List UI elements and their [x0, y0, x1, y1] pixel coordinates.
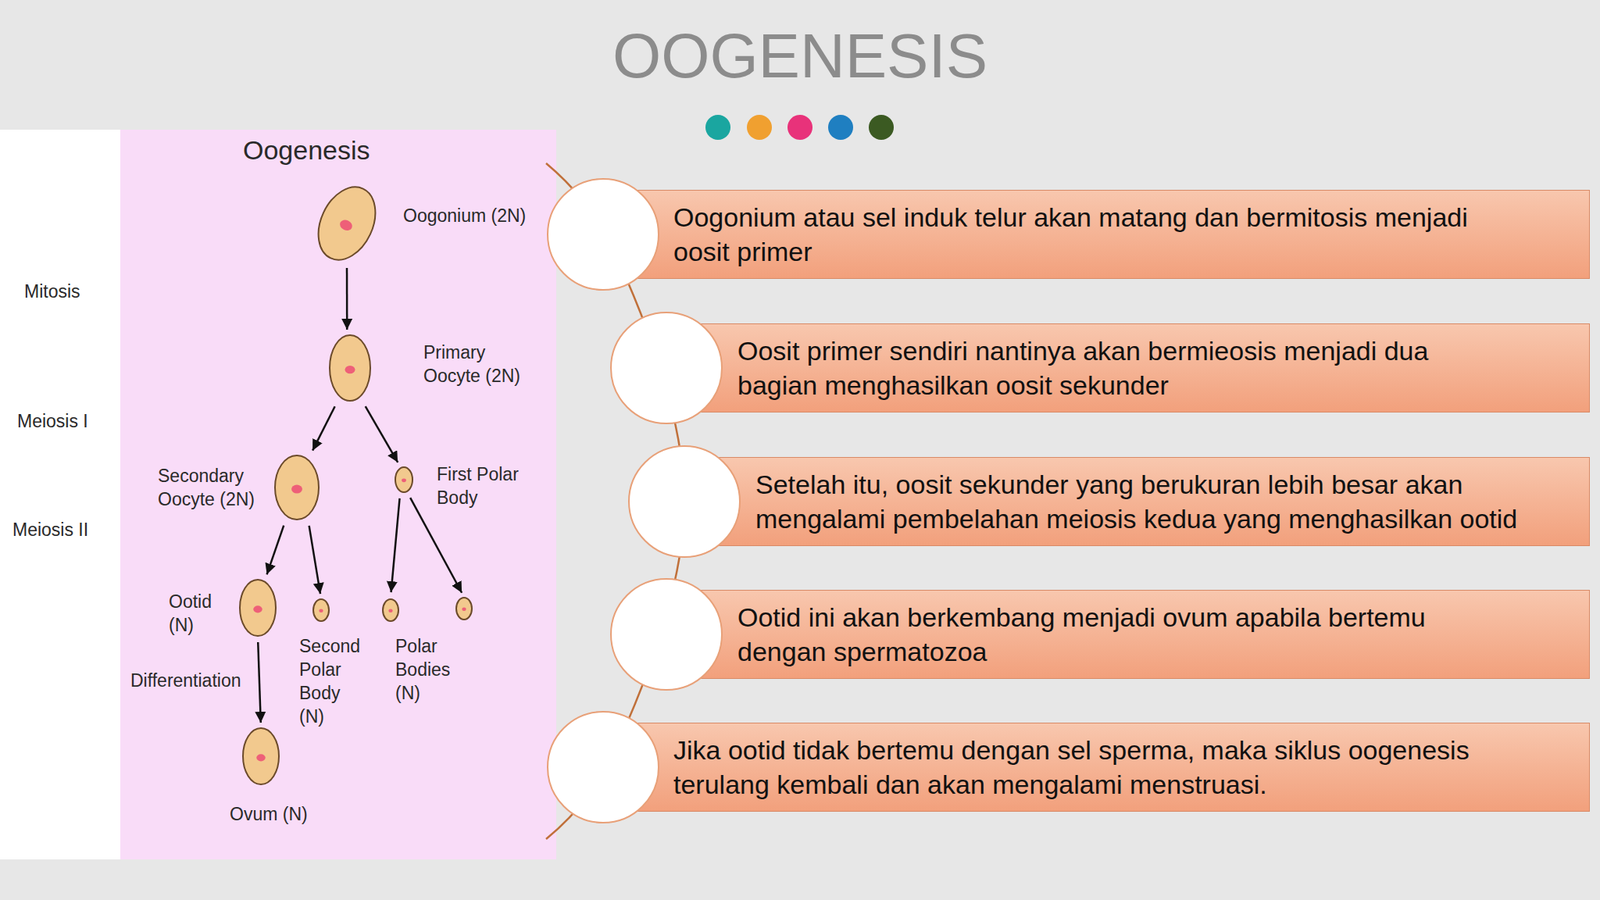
- cell-node: Ootid (N): [239, 578, 277, 637]
- step-circle-shape: [547, 711, 659, 823]
- stage-arrow: [267, 525, 285, 575]
- cell-shape: [395, 467, 413, 493]
- cell-node: Secondary Oocyte (2N): [274, 454, 320, 521]
- stage-label: Meiosis II: [12, 517, 89, 542]
- cell-label: Primary Oocyte (2N): [423, 340, 533, 388]
- cell-node: Oogonium (2N): [315, 184, 379, 263]
- cell-nucleus: [253, 605, 263, 613]
- step-bar: Ootid ini akan berkembang menjadi ovum a…: [696, 589, 1590, 679]
- cell-nucleus: [401, 478, 407, 483]
- stage-arrow: [312, 406, 336, 450]
- step-bar: Oosit primer sendiri nantinya akan bermi…: [696, 323, 1590, 413]
- step-circle-shape: [610, 578, 722, 690]
- cell-shape: [239, 579, 276, 636]
- step-bar: Oogonium atau sel induk telur akan matan…: [632, 189, 1590, 279]
- cell-drawing: [274, 454, 320, 521]
- cell-shape: [329, 335, 371, 401]
- white-strip: [0, 129, 121, 860]
- cell-membrane: [313, 599, 329, 622]
- cell-membrane: [456, 597, 472, 620]
- cell-label: Ovum (N): [229, 802, 316, 826]
- step-text: Oosit primer sendiri nantinya akan bermi…: [737, 333, 1504, 403]
- stage-arrow: [365, 406, 398, 463]
- cell-membrane: [239, 579, 276, 636]
- step-circle: [609, 577, 724, 692]
- cell-nucleus: [318, 609, 323, 613]
- cell-node: Ovum (N): [242, 727, 280, 786]
- cell-drawing: [394, 466, 414, 493]
- cell-nucleus: [388, 609, 393, 613]
- step-text: Setelah itu, oosit sekunder yang berukur…: [755, 467, 1568, 536]
- cell-drawing: [382, 596, 473, 622]
- cell-nucleus: [256, 753, 266, 761]
- cell-nucleus: [461, 607, 466, 611]
- step-circle: [546, 177, 661, 292]
- diagram-panel: [120, 129, 557, 860]
- stage-arrow: [391, 498, 400, 593]
- cell-membrane: [382, 599, 399, 622]
- cell-nucleus: [338, 217, 354, 233]
- deco-dot: [705, 114, 731, 140]
- step-text: Ootid ini akan berkembang menjadi ovum a…: [737, 600, 1480, 669]
- cell-node: Primary Oocyte (2N): [328, 334, 372, 402]
- deco-dot: [828, 114, 854, 140]
- deco-dot: [868, 114, 894, 140]
- cell-drawing: [312, 598, 330, 622]
- stage-label: Meiosis I: [17, 409, 89, 433]
- cell-nucleus: [345, 365, 356, 374]
- cell-label: Secondary Oocyte (2N): [157, 464, 268, 511]
- cell-node: First Polar Body: [394, 466, 414, 493]
- cell-membrane: [242, 728, 279, 785]
- cell-drawing: [242, 727, 280, 786]
- deco-dot: [787, 114, 813, 140]
- cell-label: Oogonium (2N): [403, 203, 560, 228]
- cell-membrane: [307, 178, 386, 270]
- cell-label: Polar Bodies (N): [395, 634, 458, 705]
- cell-nucleus: [291, 485, 303, 494]
- step-bar: Jika ootid tidak bertemu dengan sel sper…: [632, 722, 1590, 812]
- stage-arrow: [309, 525, 321, 594]
- cell-node: Polar Bodies (N): [382, 596, 473, 622]
- stage-label: Differentiation: [130, 668, 242, 693]
- step-circle-shape: [628, 446, 740, 558]
- cell-shape: [307, 178, 386, 270]
- step-text: Jika ootid tidak bertemu dengan sel sper…: [673, 732, 1572, 802]
- cell-shape: [456, 597, 472, 620]
- step-circle: [627, 444, 742, 559]
- cell-drawing: [315, 184, 379, 263]
- cell-label: Ootid (N): [168, 589, 224, 637]
- step-bar: Setelah itu, oosit sekunder yang berukur…: [717, 457, 1590, 547]
- cell-shape: [275, 455, 319, 520]
- cell-membrane: [329, 335, 371, 401]
- cell-shape: [313, 599, 329, 622]
- cell-label: Second Polar Body (N): [299, 634, 367, 729]
- cell-membrane: [275, 455, 319, 520]
- cell-drawing: [328, 334, 372, 402]
- cell-membrane: [395, 467, 413, 493]
- step-text: Oogonium atau sel induk telur akan matan…: [673, 200, 1471, 269]
- step-circle-shape: [547, 178, 659, 290]
- cell-node: Second Polar Body (N): [312, 598, 330, 622]
- deco-dot: [746, 114, 772, 140]
- cell-label: First Polar Body: [436, 462, 531, 510]
- step-circle-shape: [610, 312, 722, 424]
- stage-label: Mitosis: [24, 279, 81, 304]
- step-circle: [609, 310, 724, 425]
- stage-arrow: [346, 267, 349, 330]
- cell-drawing: [239, 578, 277, 637]
- cell-shape: [382, 599, 399, 622]
- stage-arrow: [410, 497, 462, 593]
- cell-shape: [242, 728, 279, 785]
- panel-heading: Oogenesis: [242, 134, 371, 166]
- slide-title: OOGENESIS: [0, 21, 1600, 92]
- step-circle: [546, 710, 661, 825]
- stage-arrow: [257, 642, 261, 723]
